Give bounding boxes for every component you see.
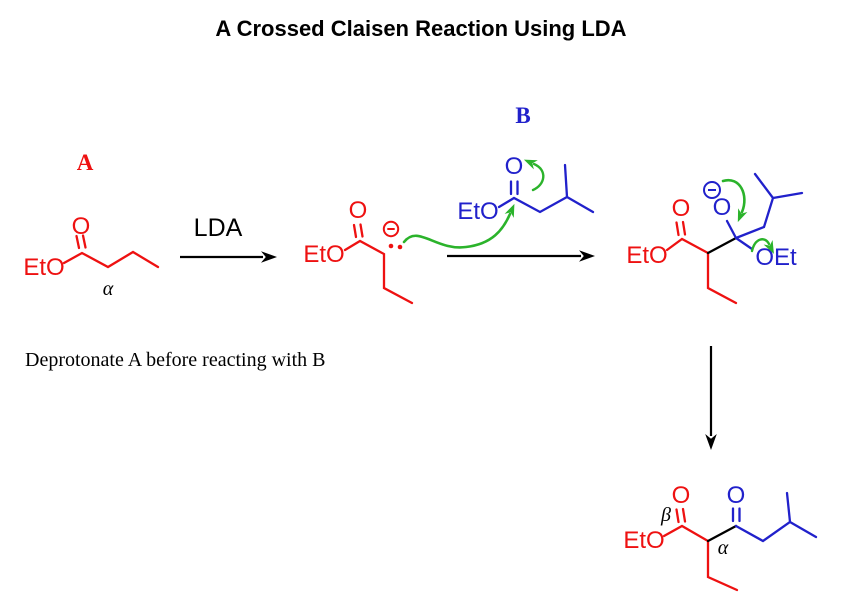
product-ester-o-label: O [672, 482, 691, 509]
intermediate-blue-skeleton-bond [725, 172, 804, 251]
intermediate-eto-label: EtO [626, 242, 667, 269]
page-title: A Crossed Claisen Reaction Using LDA [215, 16, 626, 41]
alkoxide-collapse-arrow-icon [721, 178, 748, 223]
charge-circle [382, 220, 400, 238]
lone-pair-dot [397, 244, 403, 250]
molecule-a-tag: A [77, 150, 94, 175]
nucleophilic-attack-arrow-icon [402, 203, 515, 249]
intermediate-new-cc-bond [706, 236, 738, 255]
molecule-b-eto-label: EtO [457, 198, 498, 225]
product-ketone-o-label: O [727, 482, 746, 509]
caption-text: Deprotonate A before reacting with B [25, 349, 325, 371]
molecule-b-tag: B [515, 103, 530, 128]
product-alpha-label: α [718, 537, 729, 559]
intermediate-carbonyl-double-bond [675, 220, 687, 237]
product-ester-double-bond [675, 507, 687, 524]
intermediate-oet-label: OEt [755, 244, 797, 271]
enolate-skeleton-bond [343, 239, 414, 305]
product-new-cc-bond [706, 524, 738, 543]
leaving-group-arrow-icon [750, 238, 774, 254]
molecule-a-alpha-label: α [103, 278, 114, 300]
molecule-b-skeleton-bond [497, 163, 595, 214]
product-eto-label: EtO [623, 527, 664, 554]
enolate: EtO O [303, 197, 414, 305]
molecule-a-carbonyl-double-bond [75, 234, 87, 250]
molecule-a: A EtO O α [23, 150, 160, 300]
reaction-step-1: LDA [180, 214, 277, 263]
molecule-a-eto-label: EtO [23, 254, 64, 281]
product-blue-skeleton-bond [734, 491, 818, 543]
lone-pair-dot [388, 243, 394, 249]
product-ketone-double-bond [731, 507, 741, 523]
enolate-eto-label: EtO [303, 241, 344, 268]
intermediate-alkoxide-o-label: O [713, 194, 732, 221]
charge-circle [703, 181, 721, 199]
enolate-carbonyl-o-label: O [349, 197, 368, 224]
molecule-b-carbonyl-double-bond [509, 180, 519, 196]
molecule-a-skeleton-bond [62, 250, 160, 269]
reagent-lda-label: LDA [194, 214, 243, 242]
molecule-a-carbonyl-o-label: O [72, 213, 91, 240]
pi-bond-to-oxygen-arrow-icon [523, 159, 545, 192]
product-beta-label: β [660, 504, 671, 526]
intermediate-carbonyl-o-label: O [672, 195, 691, 222]
intermediate-red-skeleton-bond [665, 237, 738, 305]
product: β EtO O α O [623, 482, 818, 592]
tetrahedral-intermediate: EtO O O OEt [626, 172, 804, 305]
molecule-b-carbonyl-o-label: O [505, 153, 524, 180]
carbanion-minus-charge-icon [382, 220, 400, 238]
molecule-b: B EtO O [457, 103, 595, 225]
lone-pair-dots-icon [388, 243, 403, 250]
alkoxide-minus-charge-icon [703, 181, 721, 199]
enolate-carbonyl-double-bond [352, 223, 364, 239]
